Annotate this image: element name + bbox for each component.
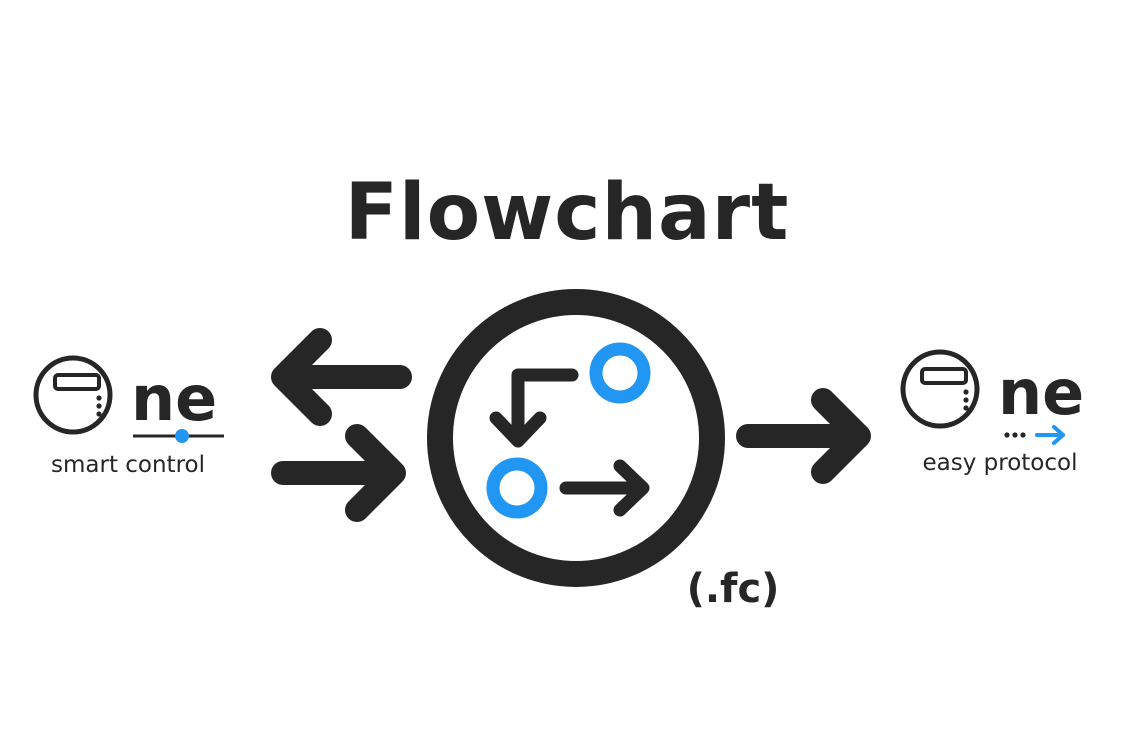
protocol-arrow-icon <box>1004 425 1065 445</box>
right-logo-wordmark: ne <box>998 356 1084 429</box>
page-title: Flowchart <box>344 168 790 258</box>
logo-o-icon <box>33 355 113 435</box>
left-logo-wordmark: ne <box>131 362 217 435</box>
logo-o-icon <box>900 349 980 429</box>
file-extension-label: (.fc) <box>687 566 780 612</box>
arrow-right-icon <box>271 424 406 522</box>
flowchart-icon <box>427 289 725 587</box>
one-smart-control-logo: ne smart control <box>33 355 224 478</box>
right-logo-tagline: easy protocol <box>923 450 1078 476</box>
arrow-right-icon <box>736 388 871 484</box>
one-easy-protocol-logo: ne easy protocol <box>900 349 1084 476</box>
arrow-left-icon <box>271 328 412 426</box>
slider-icon <box>133 429 224 443</box>
left-logo-tagline: smart control <box>51 452 205 478</box>
